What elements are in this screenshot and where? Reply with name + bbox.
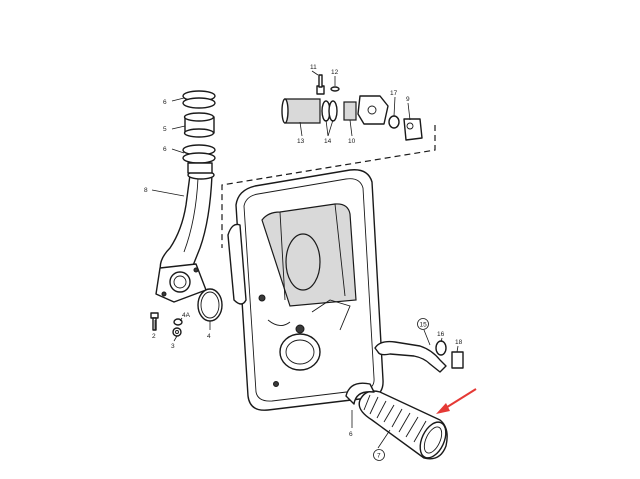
clamp-stack — [182, 90, 216, 174]
label-7: 7 — [377, 453, 381, 460]
label-9: 9 — [406, 96, 410, 103]
gasket-ring — [197, 288, 223, 322]
label-6-middle: 6 — [163, 146, 167, 153]
label-2: 2 — [152, 333, 156, 340]
bolt-and-washers — [150, 312, 183, 337]
label-12: 12 — [331, 69, 339, 76]
bellows-hose — [345, 382, 448, 460]
upper-right-hose-assembly — [281, 74, 423, 141]
label-15: 15 — [420, 322, 428, 329]
label-8: 8 — [144, 187, 148, 194]
red-pointer-arrow — [436, 388, 477, 414]
label-6-top: 6 — [163, 99, 167, 106]
label-4A: 4A — [182, 312, 191, 319]
leader-lines — [151, 70, 459, 449]
label-18: 18 — [455, 339, 463, 346]
label-13: 13 — [297, 138, 305, 145]
label-17: 17 — [390, 90, 398, 97]
label-6-bottom: 6 — [349, 431, 353, 438]
exhaust-bend-pipe — [155, 170, 215, 303]
label-3: 3 — [171, 343, 175, 350]
label-16: 16 — [437, 331, 445, 338]
label-5: 5 — [163, 126, 167, 133]
label-14: 14 — [324, 138, 332, 145]
small-hose-assembly — [374, 340, 464, 373]
dashed-connection — [221, 125, 436, 248]
label-11: 11 — [310, 64, 317, 71]
label-10: 10 — [348, 138, 356, 145]
main-housing — [227, 169, 384, 411]
label-4: 4 — [207, 333, 211, 340]
